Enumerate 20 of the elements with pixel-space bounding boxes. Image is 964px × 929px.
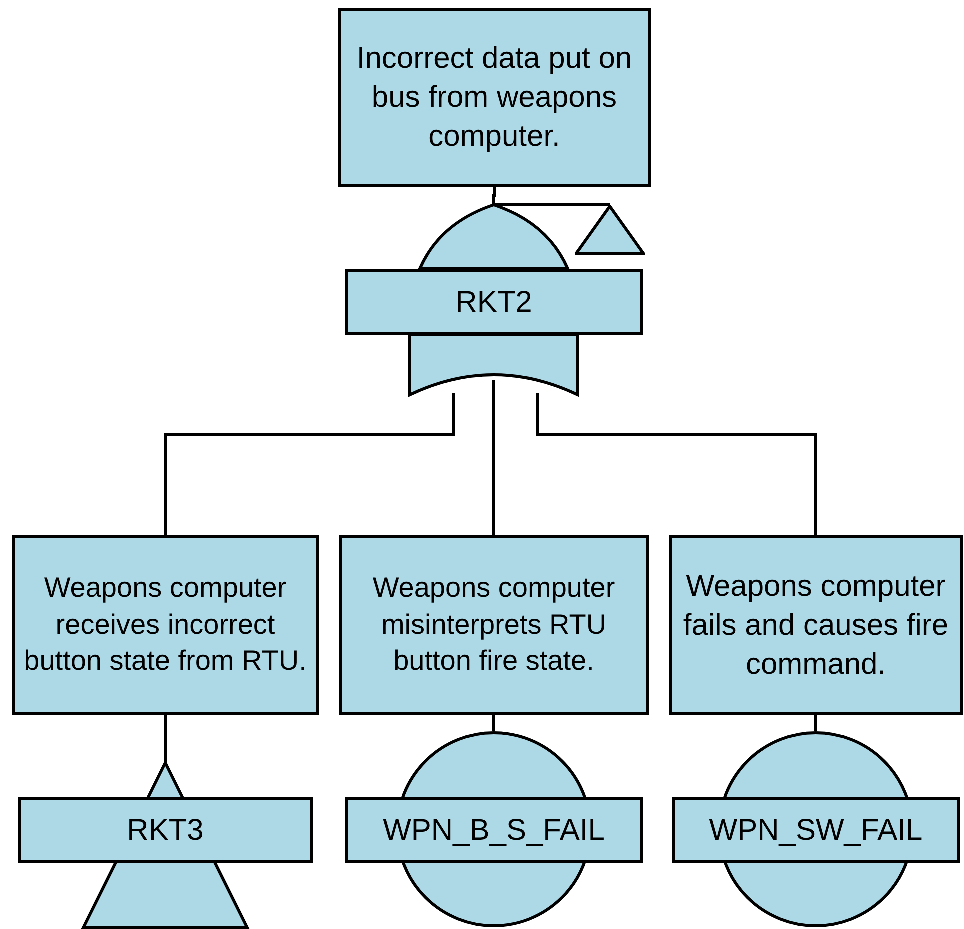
event-box: Weapons computer fails and causes fire command. [669,535,963,715]
transfer-gate [18,762,313,928]
basic-event-circle [345,731,643,928]
transfer-triangle [575,205,645,255]
connector-line [494,204,610,206]
event-label: WPN_SW_FAIL [672,797,960,863]
event-box: Weapons computer receives incorrect button state from RTU. [12,535,319,715]
basic-event-circle [672,731,960,928]
event-box: Weapons computer misinterprets RTU button fire state. [339,535,649,715]
connector-line [814,715,818,731]
event-label: RKT2 [345,269,643,335]
connector-line [536,393,818,535]
event-label: WPN_B_S_FAIL [345,797,643,863]
connector-line [164,715,167,762]
event-label: RKT3 [18,797,313,863]
connector-line [492,187,496,205]
connector-line [492,380,496,535]
connector-line [164,393,456,535]
connector-line [492,715,496,731]
event-box: Incorrect data put on bus from weapons computer. [338,8,651,187]
